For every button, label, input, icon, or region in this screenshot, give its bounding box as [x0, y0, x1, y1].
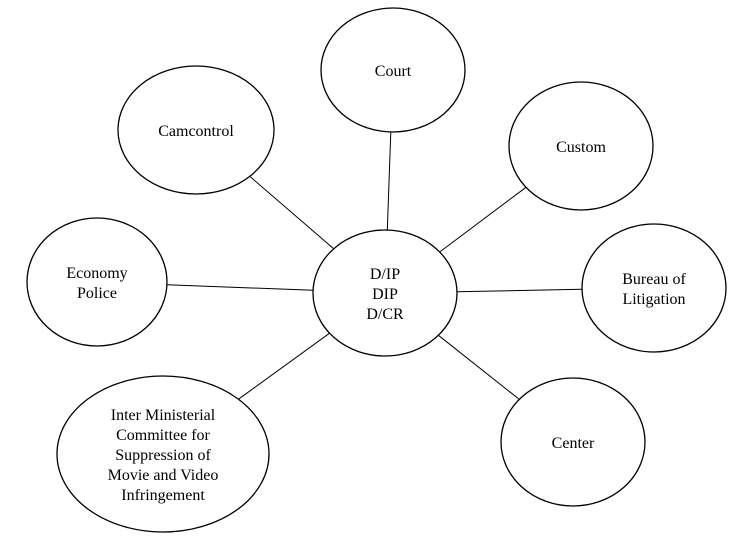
edge-center-to-bureau-of-litigation [456, 288, 583, 293]
node-center-label-line-2: D/CR [366, 306, 404, 323]
node-custom-label-line-0: Custom [556, 139, 606, 156]
node-bureau-of-litigation-ellipse [581, 223, 727, 353]
node-bureau-of-litigation-label-line-1: Litigation [622, 291, 685, 308]
node-center-ellipse [312, 229, 458, 357]
node-economy-police-ellipse [26, 217, 168, 347]
node-bureau-of-litigation: Bureau of Litigation [581, 223, 727, 353]
node-economy-police-label-line-1: Police [77, 285, 117, 302]
edge-center-to-economy-police [166, 284, 314, 291]
edge-center-to-custom [439, 186, 527, 253]
node-custom-ellipse [508, 81, 654, 211]
node-center-label-line-1: DIP [372, 286, 398, 303]
node-inter-ministerial-committee-label-line-2: Suppression of [115, 447, 211, 464]
node-camcontrol: Camcontrol [117, 65, 275, 195]
node-economy-police-label-line-0: Economy [66, 265, 127, 282]
node-camcontrol-ellipse [117, 65, 275, 195]
node-camcontrol-label-line-0: Camcontrol [158, 123, 234, 140]
node-inter-ministerial-committee-ellipse [56, 375, 270, 533]
edge-center-to-court [386, 131, 392, 231]
node-center-node: Center [500, 377, 646, 507]
node-court-label-line-0: Court [375, 63, 412, 80]
node-center-node-label-line-0: Center [552, 435, 595, 452]
node-inter-ministerial-committee-label-line-3: Movie and Video [108, 467, 219, 484]
edge-center-to-center-node [438, 334, 520, 400]
nodes-layer: D/IP DIP D/CR CourtCamcontrolCustomEconomyP… [26, 7, 727, 533]
node-inter-ministerial-committee-label-line-1: Committee for [116, 427, 210, 444]
node-court-ellipse [320, 7, 466, 133]
node-inter-ministerial-committee-label-line-0: Inter Ministerial [111, 407, 216, 424]
edge-center-to-camcontrol [249, 176, 335, 250]
node-center-node-ellipse [500, 377, 646, 507]
node-custom: Custom [508, 81, 654, 211]
node-bureau-of-litigation-label-line-0: Bureau of [622, 271, 686, 288]
node-inter-ministerial-committee-label-line-4: Infringement [121, 487, 205, 504]
edges-layer [166, 131, 583, 400]
node-court: Court [320, 7, 466, 133]
edge-center-to-inter-ministerial-committee [238, 332, 330, 400]
node-center-label-line-0: D/IP [370, 266, 400, 283]
node-center: D/IP DIP D/CR [312, 229, 458, 357]
